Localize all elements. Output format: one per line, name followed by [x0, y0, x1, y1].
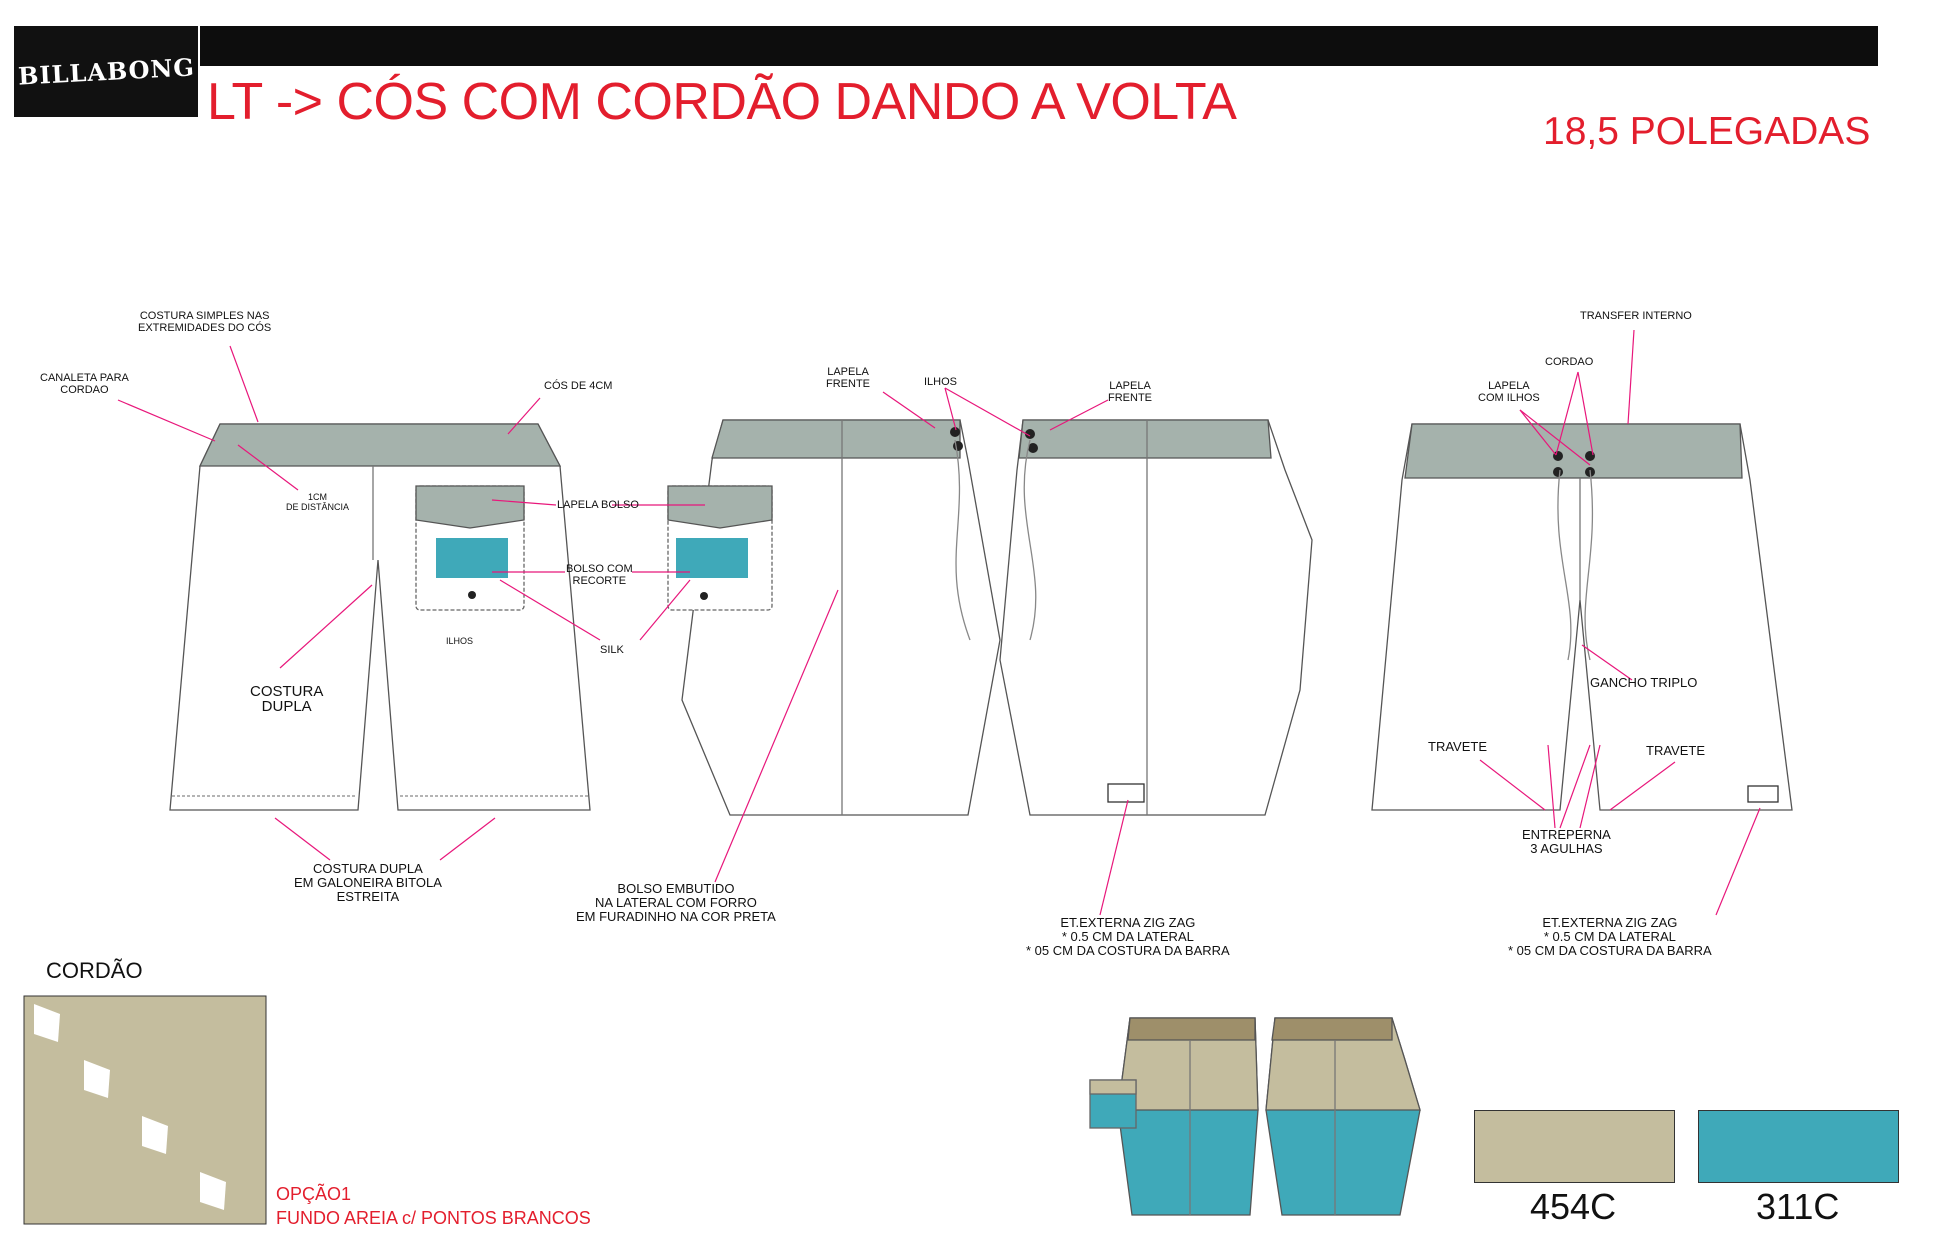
label-cos-4cm: CÓS DE 4CM [544, 380, 613, 392]
label-travete-left: TRAVETE [1428, 739, 1487, 754]
front-view-shorts [1371, 423, 1793, 811]
side-view-2-shorts [999, 419, 1313, 816]
brand-logo: BILLABONG [14, 26, 198, 117]
label-travete-right: TRAVETE [1646, 743, 1705, 758]
back-view-shorts [169, 423, 591, 811]
label-lapela-bolso: LAPELA BOLSO [557, 499, 639, 511]
label-et-externa-mid: ET.EXTERNA ZIG ZAG * 0.5 CM DA LATERAL *… [1026, 915, 1230, 958]
label-costura-galoneira: COSTURA DUPLA EM GALONEIRA BITOLA ESTREI… [294, 861, 442, 904]
label-canaleta: CANALETA PARA CORDAO [40, 372, 129, 396]
label-costura-dupla: COSTURA DUPLA [250, 683, 324, 715]
label-et-externa-right: ET.EXTERNA ZIG ZAG * 0.5 CM DA LATERAL *… [1508, 915, 1712, 958]
label-transfer-interno: TRANSFER INTERNO [1580, 310, 1692, 322]
label-cordao: CORDAO [1545, 356, 1594, 368]
cordao-pattern [23, 995, 267, 1225]
label-bolso-embutido: BOLSO EMBUTIDO NA LATERAL COM FORRO EM F… [576, 881, 776, 924]
colored-mockup-shorts [1089, 1017, 1421, 1216]
label-lapela-frente-left: LAPELA FRENTE [826, 366, 870, 390]
length-subtitle: 18,5 POLEGADAS [1543, 110, 1871, 153]
label-ilhos-back: ILHOS [446, 636, 474, 646]
label-lapela-frente-right: LAPELA FRENTE [1108, 380, 1152, 404]
label-ilhos-side: ILHOS [924, 376, 958, 388]
label-costura-simples: COSTURA SIMPLES NAS EXTREMIDADES DO CÓS [138, 310, 272, 334]
cordao-title: CORDÃO [46, 958, 143, 983]
side-view-1-shorts [667, 419, 1001, 816]
swatch-311c-label: 311C [1756, 1186, 1840, 1227]
swatch-311c [1698, 1110, 1899, 1183]
label-silk: SILK [600, 644, 624, 656]
label-lapela-ilhos: LAPELA COM ILHOS [1478, 380, 1540, 404]
label-bolso-recorte: BOLSO COM RECORTE [566, 563, 633, 587]
header-bar [200, 26, 1878, 66]
callout-lines [117, 329, 1761, 916]
label-entreperna: ENTREPERNA 3 AGULHAS [1522, 827, 1611, 856]
swatch-454c [1474, 1110, 1675, 1183]
label-distancia: 1CM DE DISTÂNCIA [286, 492, 350, 512]
cordao-option: OPÇÃO1 FUNDO AREIA c/ PONTOS BRANCOS [276, 1184, 591, 1228]
label-gancho-triplo: GANCHO TRIPLO [1590, 675, 1698, 690]
swatch-454c-label: 454C [1530, 1186, 1617, 1227]
page-title: LT -> CÓS COM CORDÃO DANDO A VOLTA [207, 73, 1237, 131]
